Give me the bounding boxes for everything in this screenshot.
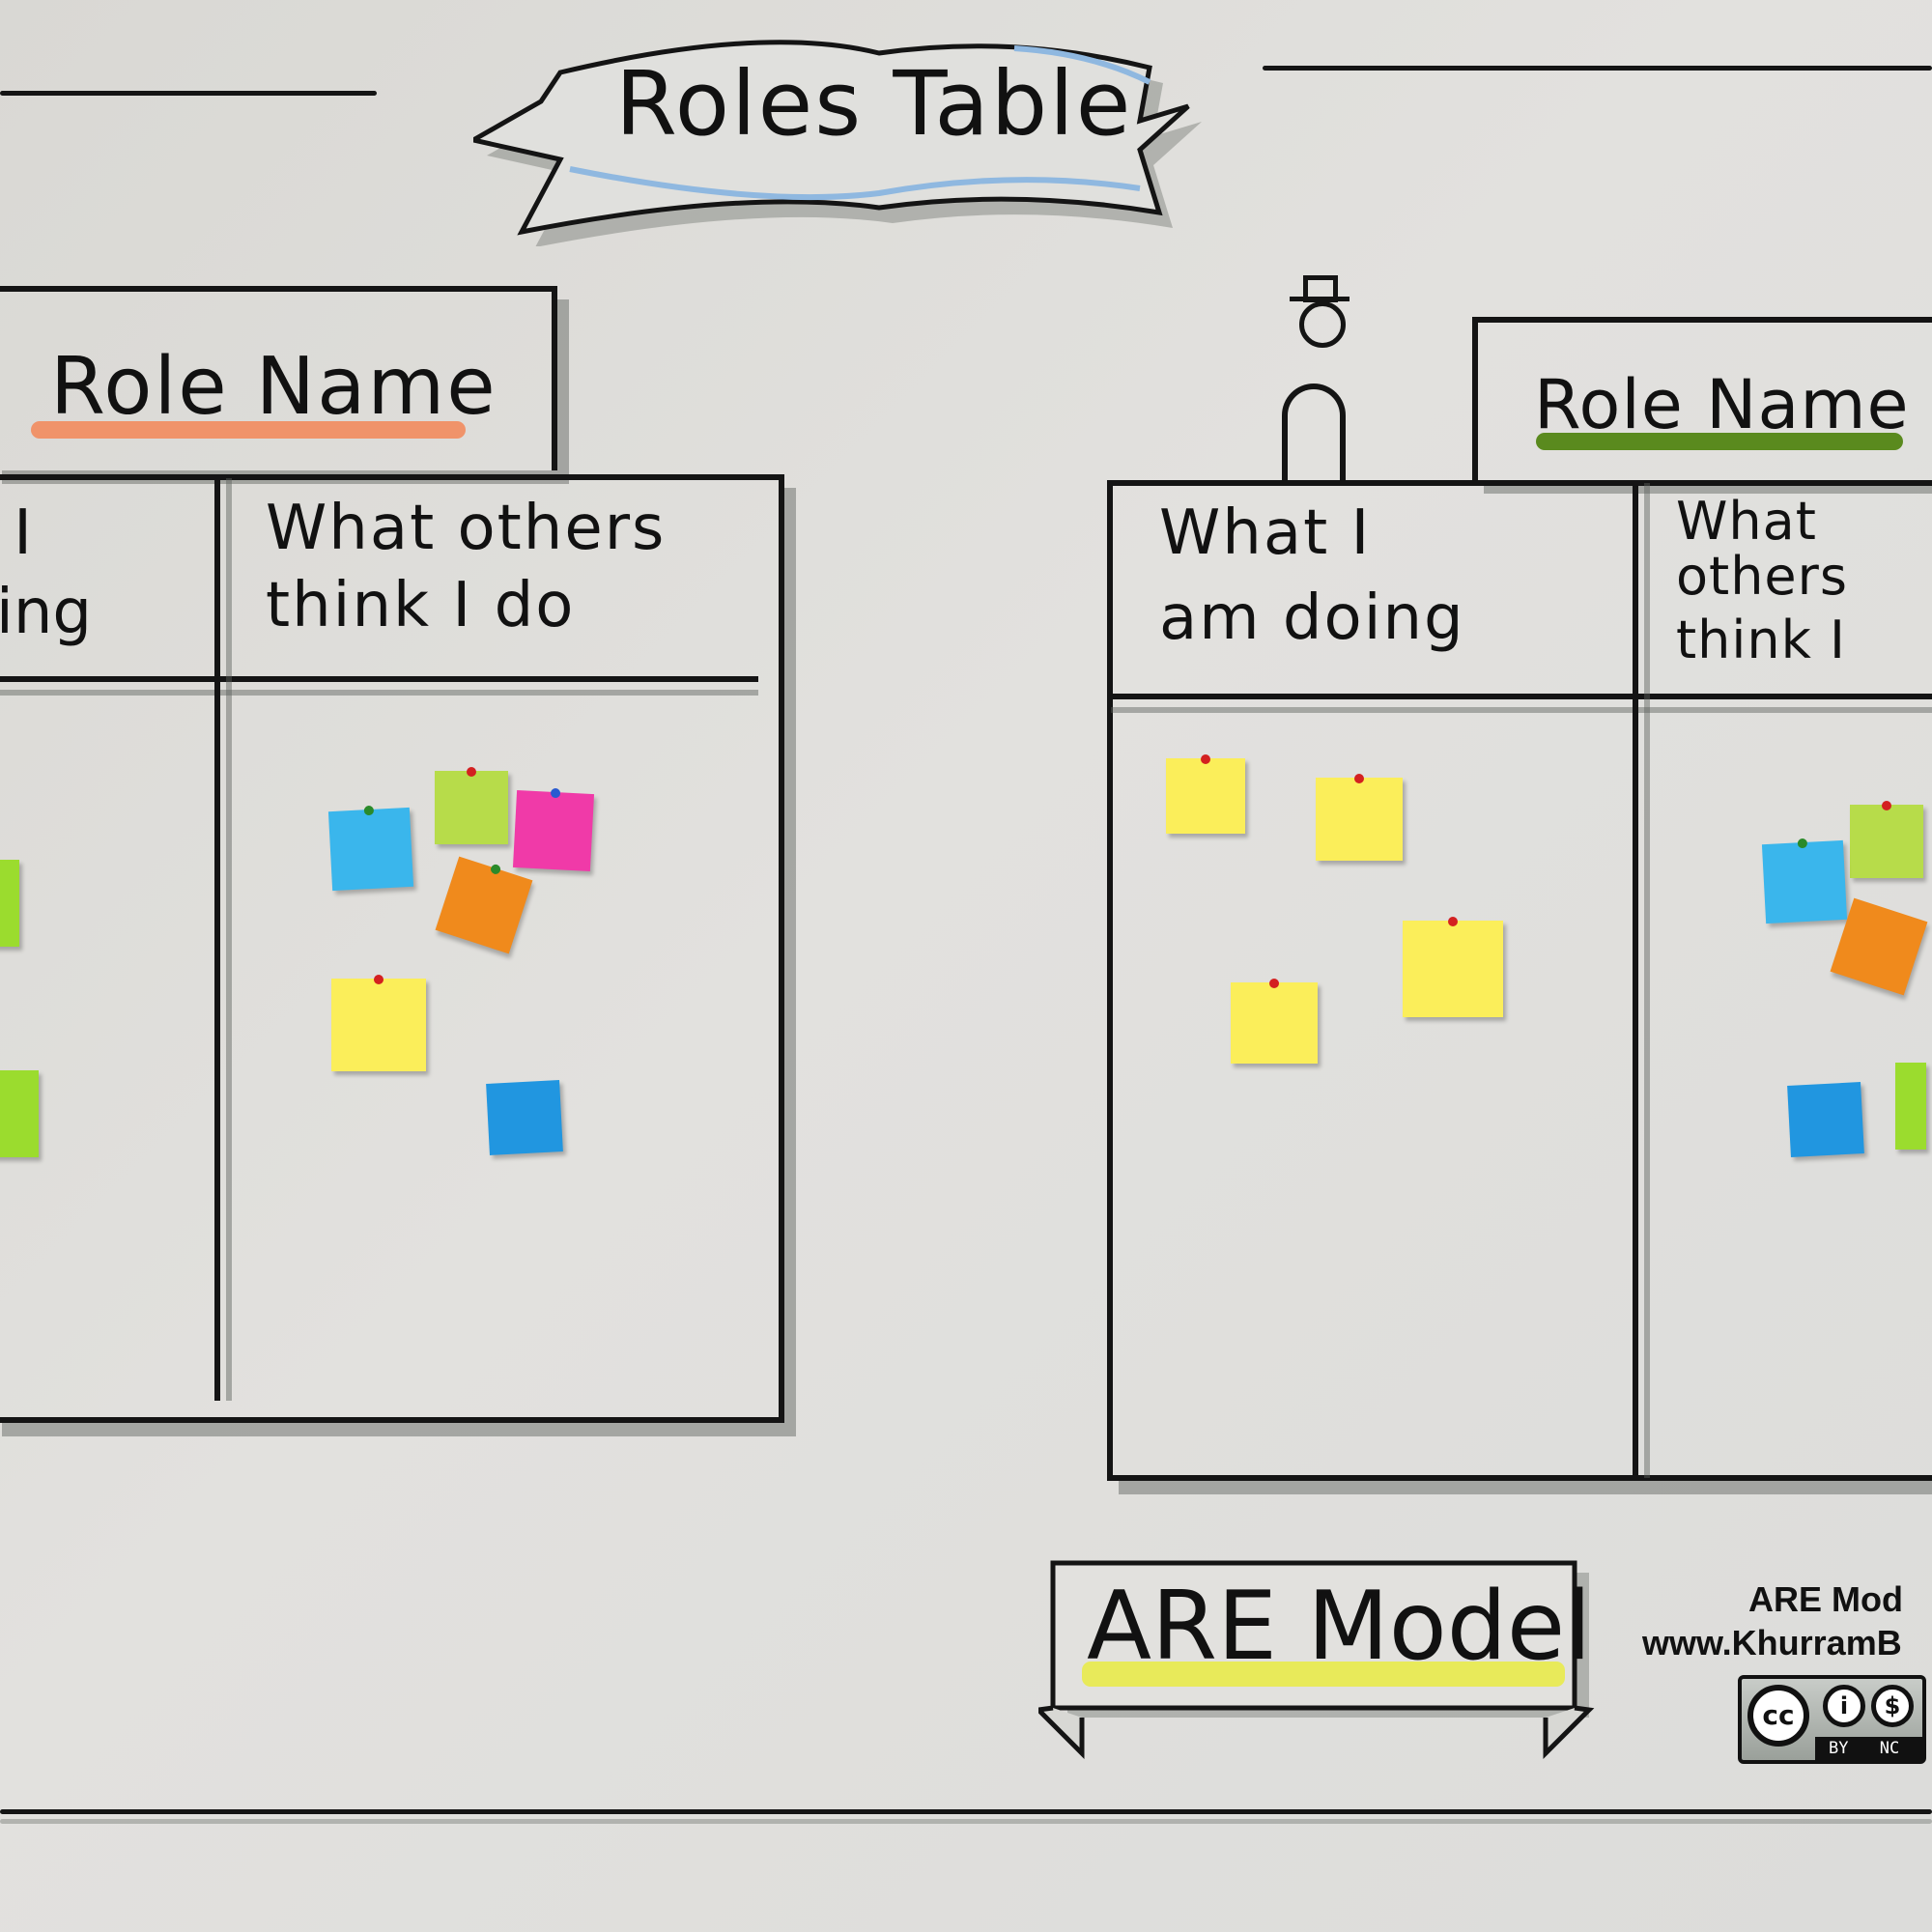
footer-banner-frame (1038, 1560, 1595, 1760)
top-right-line (1263, 66, 1932, 71)
sticky-note-yellow[interactable] (331, 975, 426, 1071)
sticky-note-blue[interactable] (1787, 1082, 1864, 1157)
sticky-note-yellow[interactable] (1316, 774, 1403, 861)
pin-icon (374, 975, 384, 984)
left-header-divider (0, 676, 758, 682)
right-column-divider (1633, 483, 1638, 1478)
left-role-name-box (0, 286, 557, 470)
sticky-note-green[interactable] (0, 860, 19, 947)
body-icon (1282, 384, 1346, 480)
pin-icon (1448, 917, 1458, 926)
pin-icon (1797, 838, 1808, 849)
hat-brim-icon (1290, 297, 1350, 301)
head-icon (1299, 301, 1346, 348)
attribution-line1: ARE Mod (1748, 1579, 1903, 1619)
right-header-divider (1111, 694, 1932, 699)
sticky-note-yellow[interactable] (1166, 754, 1245, 834)
left-role-highlight (31, 421, 466, 439)
right-col2-header-line2: think I (1676, 610, 1846, 671)
sticky-note-green[interactable] (435, 767, 508, 844)
stick-figure (1282, 275, 1359, 480)
attribution-icon: i (1823, 1685, 1865, 1727)
sticky-note-yellow[interactable] (1231, 979, 1318, 1064)
right-role-name-box (1472, 317, 1932, 480)
left-role-name: Role Name (50, 341, 497, 433)
pin-icon (1882, 801, 1891, 810)
sticky-note-yellow[interactable] (1403, 917, 1503, 1017)
left-col2-header-line2: think I do (266, 570, 576, 641)
left-roles-table (0, 474, 784, 1423)
page-title: Roles Table (615, 52, 1133, 156)
sticky-note-pink[interactable] (512, 787, 595, 872)
left-col2-header-line1: What others (266, 493, 667, 564)
footer-banner-text: ARE Model (1087, 1572, 1592, 1682)
right-col1-header-line2: am doing (1159, 582, 1465, 654)
pin-icon (1269, 979, 1279, 988)
sticky-note-blue[interactable] (1761, 838, 1848, 924)
bottom-line (0, 1809, 1932, 1814)
banner-highlight (1082, 1662, 1565, 1687)
right-col2-header: What others think I (1676, 491, 1918, 671)
right-role-highlight (1536, 433, 1903, 450)
sticky-note-green[interactable] (0, 1070, 39, 1157)
cc-license-badge[interactable]: cc i $ BY NC (1738, 1675, 1926, 1764)
left-col1-header-line1: I (14, 497, 32, 569)
pin-icon (1354, 774, 1364, 783)
sticky-note-green[interactable] (1895, 1063, 1926, 1150)
noncommercial-icon: $ (1871, 1685, 1914, 1727)
license-nc: NC (1879, 1739, 1900, 1758)
left-col2-header: What others think I do (266, 497, 666, 637)
sticky-note-blue[interactable] (486, 1080, 563, 1155)
pin-icon (550, 787, 561, 799)
left-col1-header: I ing (0, 497, 92, 648)
left-column-divider (214, 478, 220, 1401)
title-ribbon (473, 40, 1202, 246)
sticky-note-green[interactable] (1850, 801, 1923, 878)
left-col1-header-line2: ing (0, 577, 92, 648)
right-roles-table (1107, 480, 1932, 1481)
attribution-link[interactable]: www.KhurramB (1642, 1623, 1902, 1662)
right-col2-header-line1: What others (1676, 491, 1848, 607)
license-by: BY (1829, 1739, 1849, 1758)
top-left-line (0, 91, 377, 96)
sticky-note-blue[interactable] (327, 805, 414, 892)
right-col1-header: What I am doing (1159, 502, 1465, 649)
cc-icon: cc (1747, 1685, 1809, 1747)
pin-icon (1201, 754, 1210, 764)
right-role-name: Role Name (1534, 365, 1910, 444)
pin-icon (363, 805, 375, 816)
right-col1-header-line1: What I (1159, 497, 1372, 569)
pin-icon (467, 767, 476, 777)
